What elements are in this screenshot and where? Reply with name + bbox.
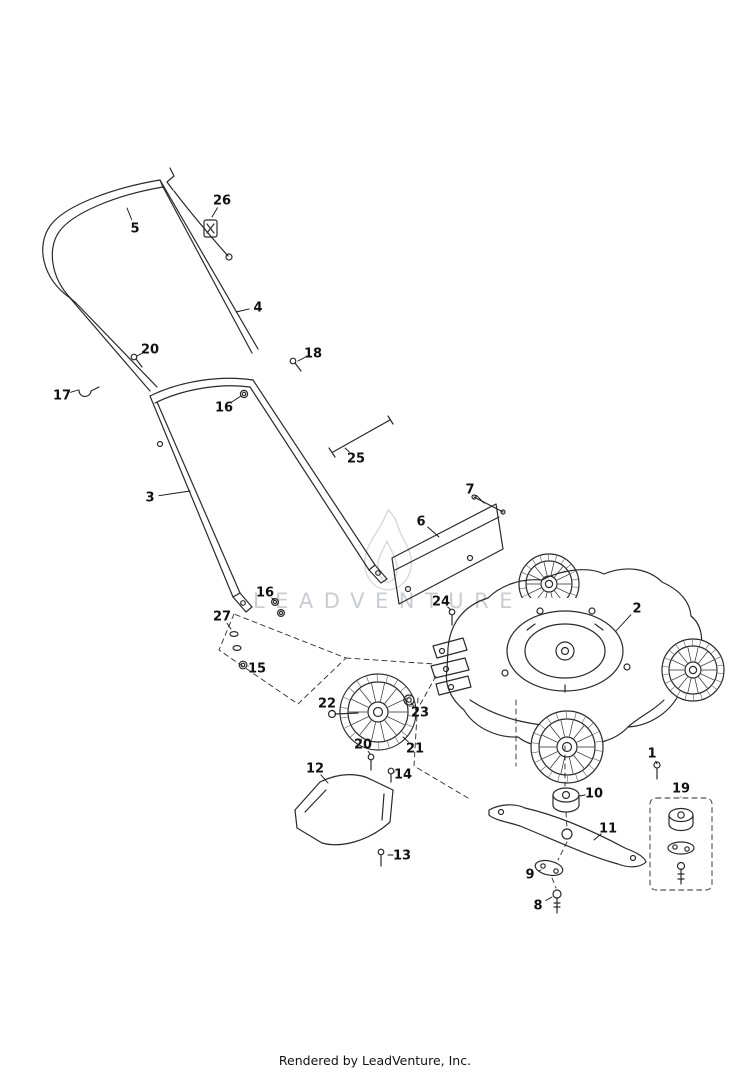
rear-left-wheel-layer bbox=[518, 553, 580, 598]
blade-assembly bbox=[488, 761, 661, 914]
callout-20: 20 bbox=[141, 343, 159, 358]
watermark-text: LEADVENTURE bbox=[253, 589, 523, 613]
callout-8: 8 bbox=[533, 899, 542, 914]
callout-26: 26 bbox=[213, 194, 231, 209]
callout-13: 13 bbox=[393, 849, 411, 864]
rear-door bbox=[391, 494, 506, 605]
callout-15: 15 bbox=[248, 662, 266, 677]
callout-9: 9 bbox=[525, 868, 534, 883]
callout-25: 25 bbox=[347, 452, 365, 467]
callout-leader-26 bbox=[211, 207, 218, 218]
handle-fasteners bbox=[78, 353, 456, 670]
handle-assembly bbox=[42, 179, 388, 613]
front-wheel-hardware bbox=[327, 694, 415, 771]
front-right-wheel bbox=[530, 710, 604, 784]
callout-leader-7 bbox=[475, 494, 485, 504]
footer-credit: Rendered by LeadVenture, Inc. bbox=[278, 1053, 472, 1068]
handle-bolt-rod bbox=[328, 415, 394, 458]
wheels-layer bbox=[339, 638, 725, 784]
callout-leader-23 bbox=[410, 702, 415, 707]
callout-leader-18 bbox=[297, 356, 306, 362]
callout-leader-6 bbox=[427, 526, 440, 538]
callout-10: 10 bbox=[585, 787, 603, 802]
callout-leader-20 bbox=[367, 750, 371, 755]
callout-14: 14 bbox=[394, 768, 412, 783]
callout-21: 21 bbox=[406, 742, 424, 757]
watermark: LEADVENTURE bbox=[253, 509, 523, 613]
starter-cable bbox=[166, 167, 233, 261]
callout-4: 4 bbox=[253, 301, 262, 316]
callout-1: 1 bbox=[647, 747, 656, 762]
callout-leader-3 bbox=[158, 490, 191, 497]
callout-22: 22 bbox=[318, 697, 336, 712]
callout-19: 19 bbox=[672, 782, 690, 797]
callout-3: 3 bbox=[145, 491, 154, 506]
callout-leader-8 bbox=[545, 896, 553, 901]
callout-leader-24 bbox=[447, 606, 452, 611]
callout-leader-22 bbox=[331, 709, 334, 712]
callout-leader-20 bbox=[136, 352, 143, 357]
callout-17: 17 bbox=[53, 389, 71, 404]
callout-2: 2 bbox=[632, 602, 641, 617]
callout-leader-12 bbox=[320, 774, 329, 784]
mulch-deflector bbox=[294, 767, 395, 867]
adapter-kit bbox=[649, 797, 713, 891]
callout-23: 23 bbox=[411, 706, 429, 721]
callout-12: 12 bbox=[306, 762, 324, 777]
callout-leader-1 bbox=[655, 760, 658, 765]
callout-24: 24 bbox=[432, 595, 450, 610]
callout-leader-27 bbox=[226, 622, 232, 630]
callout-leader-5 bbox=[126, 207, 133, 221]
callout-5: 5 bbox=[130, 222, 139, 237]
callout-leader-17 bbox=[70, 389, 79, 393]
callout-leader-4 bbox=[235, 308, 250, 313]
callout-27: 27 bbox=[213, 610, 231, 625]
callout-18: 18 bbox=[304, 347, 322, 362]
front-left-wheel bbox=[339, 673, 417, 751]
callout-leader-21 bbox=[402, 736, 409, 743]
flame-icon bbox=[364, 509, 412, 591]
callout-11: 11 bbox=[599, 822, 617, 837]
callout-leader-10 bbox=[579, 794, 586, 797]
callout-16: 16 bbox=[256, 586, 274, 601]
rear-right-wheel bbox=[661, 638, 725, 702]
callout-6: 6 bbox=[416, 515, 425, 530]
callout-leader-2 bbox=[615, 614, 632, 632]
assembly-reference-lines bbox=[218, 613, 568, 889]
callout-leader-25 bbox=[344, 447, 350, 453]
callout-leader-9 bbox=[538, 869, 542, 872]
callout-leader-16 bbox=[271, 597, 275, 601]
callout-7: 7 bbox=[465, 483, 474, 498]
callout-16: 16 bbox=[215, 401, 233, 416]
callout-20: 20 bbox=[354, 738, 372, 753]
flame-inner-icon bbox=[377, 540, 398, 583]
callout-leader-11 bbox=[593, 833, 602, 841]
rear-left-wheel bbox=[518, 553, 580, 598]
callout-leader-16 bbox=[231, 395, 242, 403]
